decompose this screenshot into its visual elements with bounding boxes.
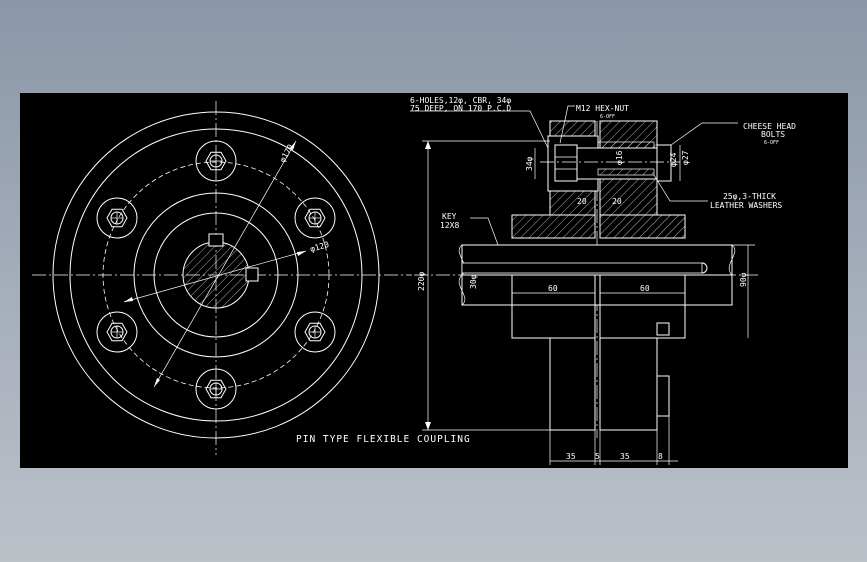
hexnut-note: M12 HEX-NUT [576, 104, 629, 113]
hexnut-qty: 6-OFF [600, 114, 615, 120]
pcd-dimension: φ170 [278, 143, 296, 164]
washer-leader [653, 174, 708, 202]
leather-washer-top [597, 141, 655, 149]
cbr-dia-label: 34φ [525, 156, 534, 171]
keyway [461, 262, 703, 274]
hex-nut [554, 144, 578, 182]
drawing-title: PIN TYPE FLEXIBLE COUPLING [296, 434, 471, 445]
right-flange-width-label: 35 [620, 452, 630, 461]
hexnut-leader [559, 105, 575, 144]
cheese-note-line2: BOLTS [761, 130, 785, 139]
hole-dia-label: φ24 [669, 152, 678, 167]
cad-viewport[interactable]: φ170 φ120 [20, 93, 848, 468]
bolt-dia-label: φ16 [615, 150, 624, 165]
front-view: φ170 φ120 [32, 101, 412, 455]
cheese-leader [670, 122, 738, 146]
left-width-label: 20 [577, 197, 587, 206]
hub-dimension: φ120 [309, 240, 330, 254]
bolt-hole-top-right [294, 197, 336, 239]
keyway-top [208, 233, 224, 247]
right-width-label: 20 [612, 197, 622, 206]
keyway-right [245, 267, 259, 282]
shaft-break-right [728, 244, 736, 276]
hub-inner-circle [153, 212, 279, 338]
overall-dia-label: 220φ [417, 272, 426, 291]
holes-leader [410, 110, 549, 149]
flange-inner-circle [69, 128, 363, 422]
gap-width-label: 5 [595, 452, 600, 461]
cheese-note-line1: CHEESE HEAD [743, 122, 796, 131]
pcd-leader [153, 140, 297, 388]
washer-note-line2: LEATHER WASHERS [710, 201, 782, 210]
right-length-label: 60 [640, 284, 650, 293]
washer-dia-label: φ27 [681, 150, 690, 165]
end-width-label: 8 [658, 452, 663, 461]
key-leader [470, 217, 499, 246]
flange-outer-circle [52, 111, 380, 439]
right-flange-lower [599, 337, 658, 431]
holes-note-line2: 75 DEEP, ON 170 P.C.D [410, 104, 511, 113]
shaft-lower [461, 274, 733, 306]
right-hub-upper [599, 214, 686, 239]
cheese-head [656, 144, 672, 182]
hub-dia-leader [123, 250, 307, 303]
shaft-break-left [458, 244, 466, 306]
shaft-dia-label: 90φ [739, 272, 748, 287]
hub-outer-circle [133, 192, 299, 358]
shaft-dia-side-label: 30φ [469, 274, 478, 289]
key-note-line2: 12X8 [440, 221, 459, 230]
bolt-hole-top [195, 140, 237, 182]
key-note-line1: KEY [442, 212, 457, 221]
holes-note-line1: 6-HOLES,12φ, CBR, 34φ [410, 96, 511, 105]
bolt-holes [96, 140, 336, 410]
left-flange-width-label: 35 [566, 452, 576, 461]
bolt-hole-bottom [195, 368, 237, 410]
bolt-hole-bottom-left [96, 311, 138, 353]
shaft-section [182, 241, 250, 309]
left-hub-upper [511, 214, 596, 239]
washer-note-line1: 25φ,3-THICK [723, 192, 776, 201]
bolt-hole-bottom-right [294, 311, 336, 353]
leather-washer-bottom [597, 168, 655, 176]
coupling-drawing: φ170 φ120 [32, 96, 796, 465]
cheese-qty: 6-OFF [764, 140, 779, 146]
left-flange-lower [549, 337, 596, 431]
left-length-label: 60 [548, 284, 558, 293]
side-view: 220φ 90φ 30φ 60 60 20 20 34φ φ16 φ24 φ27… [410, 105, 760, 465]
bolt-hole-top-left [96, 197, 138, 239]
